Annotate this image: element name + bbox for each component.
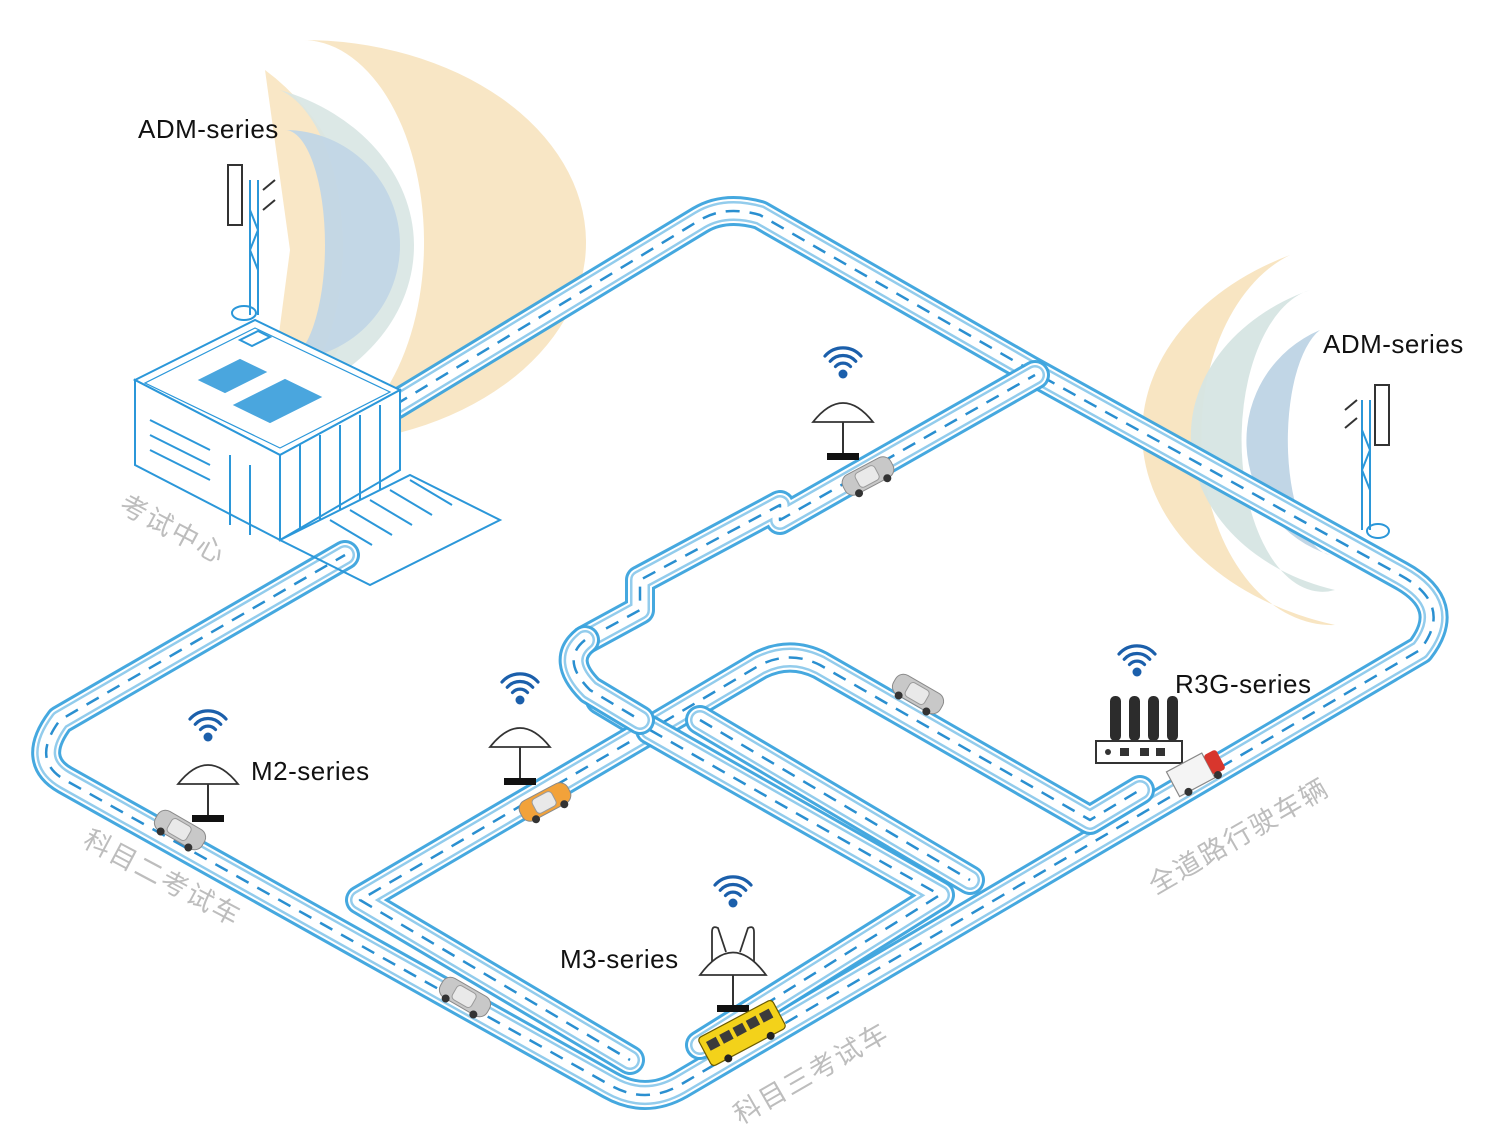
wifi-icon [188,709,228,742]
ceiling-ap-icon [176,764,240,822]
truck-icon [1165,750,1225,798]
car-icon [891,673,945,716]
r3g-router [1095,696,1183,764]
road-center-dash [584,373,1036,642]
ceiling-ap-icon [488,727,552,785]
bus-icon [698,999,786,1067]
adm-right-label: ADM-series [1323,329,1464,359]
adm-tower-left [227,164,276,321]
road-center-dash [358,728,651,1062]
wifi-icon [823,346,863,379]
ceiling-ap-icon [811,402,875,460]
exam-center-building [132,318,503,587]
adm-tower-right [1344,384,1390,539]
r3g-label: R3G-series [1175,669,1312,699]
wifi-icon [713,875,753,908]
road-lane-inner [566,632,648,728]
m2-label: M2-series [251,756,370,786]
car-icon [153,809,207,852]
road-center-dash [699,718,971,882]
road-center-dash [44,209,1435,1097]
vehicles [153,456,1225,1067]
adm-left-label: ADM-series [138,114,279,144]
access-points [176,346,1157,1012]
road-center-dash [572,639,641,722]
ceiling-ap-icon [698,926,768,1012]
road-center-dash [599,656,1141,822]
car-icon [841,456,895,498]
wifi-icon [1117,644,1157,677]
car-icon [518,782,572,824]
road-network [31,196,1449,1110]
car-icon [438,976,492,1019]
wifi-icon [500,672,540,705]
road-lane-inner [642,722,948,1053]
m3-label: M3-series [560,944,679,974]
